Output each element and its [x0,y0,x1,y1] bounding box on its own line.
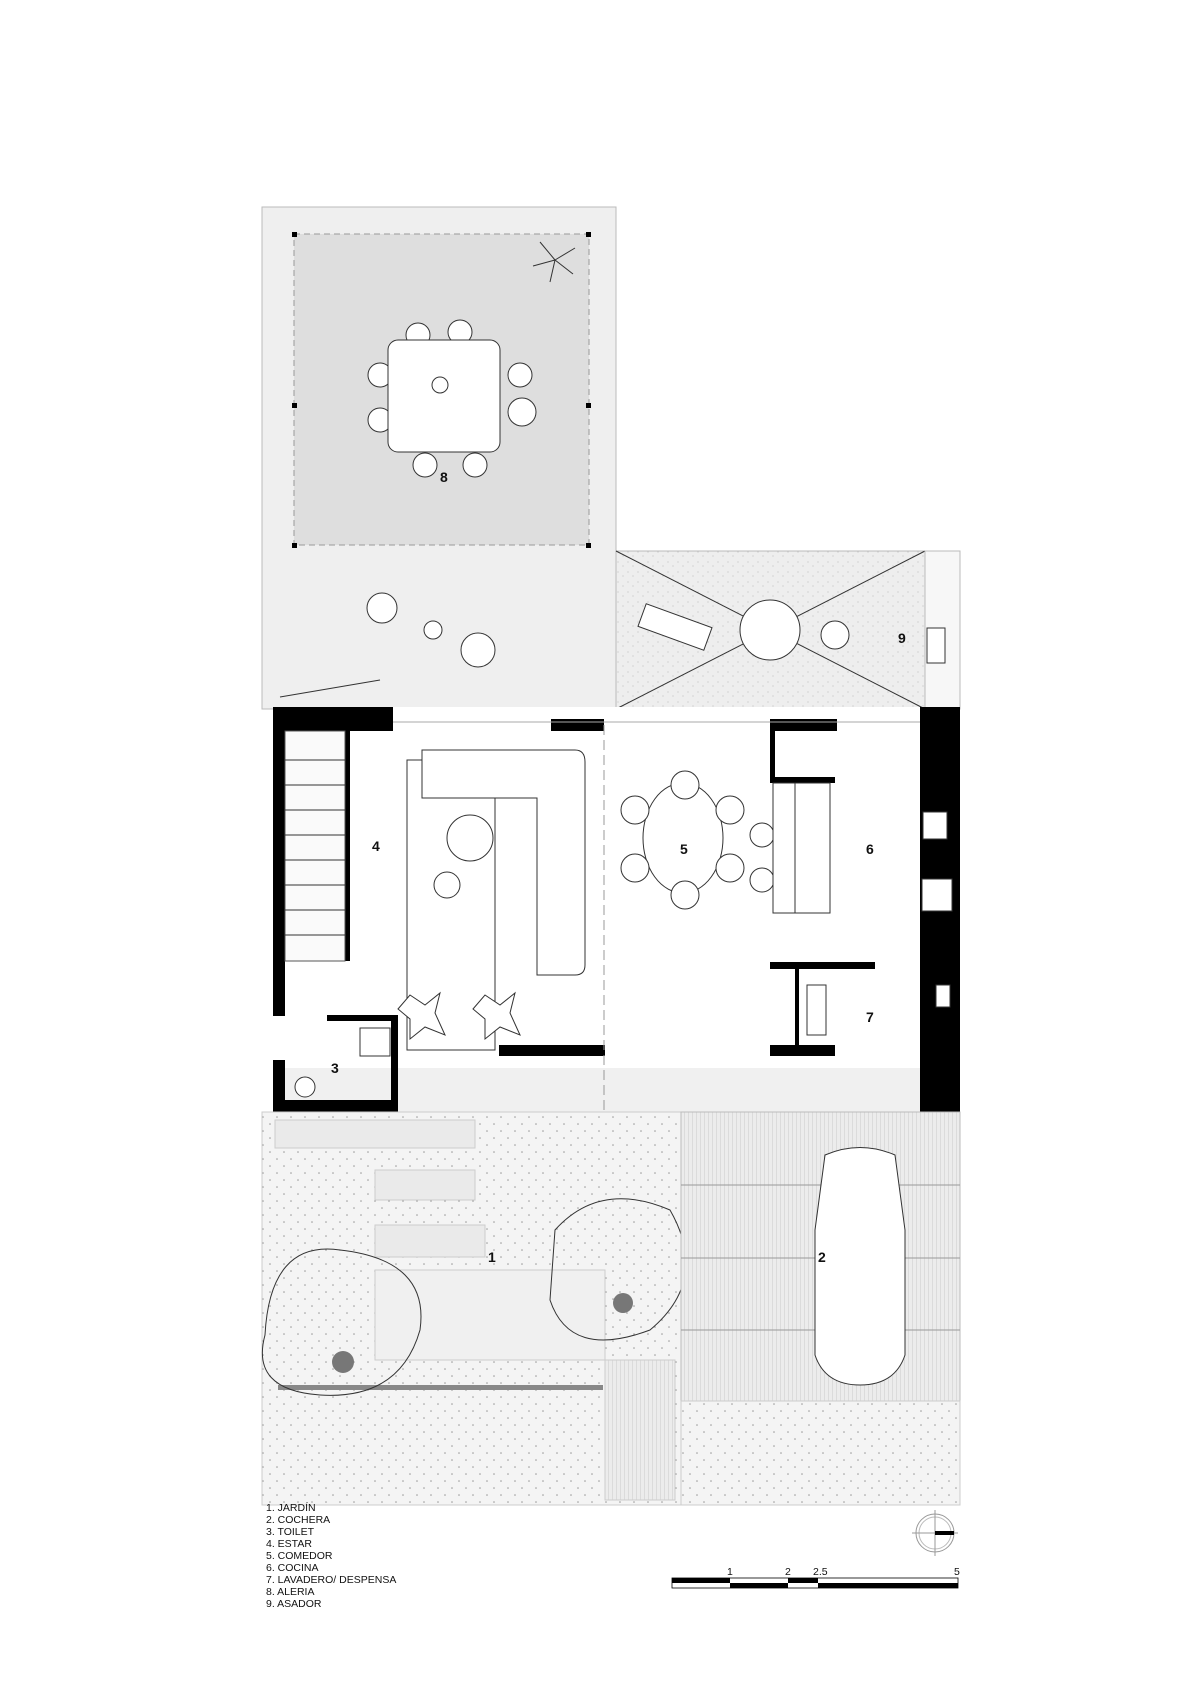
garage-area [680,1111,961,1506]
room-label-7: 7 [866,1009,874,1025]
room-label-1: 1 [488,1249,496,1265]
asador-area [615,550,961,710]
room-label-4: 4 [372,838,380,854]
room-label-2: 2 [818,1249,826,1265]
legend-item: 1. JARDÍN [266,1501,316,1514]
scale-tick-label: 2 [785,1566,791,1578]
legend-item: 2. COCHERA [266,1514,330,1526]
galeria-area [261,206,617,710]
living-furniture [397,749,586,1051]
room-label-3: 3 [331,1060,339,1076]
kitchen-furniture [294,782,953,1098]
plant-icon [532,241,576,283]
legend-item: 7. LAVADERO/ DESPENSA [266,1574,396,1586]
dining-furniture [620,770,775,910]
legend-item: 8. ALERIA [266,1586,314,1598]
scale-tick-label: 2.5 [813,1566,828,1578]
room-label-6: 6 [866,841,874,857]
north-arrow-icon [912,1510,958,1556]
legend: 1. JARDÍN 2. COCHERA 3. TOILET 4. ESTAR … [266,1501,396,1610]
room-label-9: 9 [898,630,906,646]
stairs [284,730,346,962]
scale-tick-label: 5 [954,1566,960,1578]
room-label-5: 5 [680,841,688,857]
legend-item: 4. ESTAR [266,1538,312,1550]
car-icon [814,1147,906,1386]
legend-item: 6. COCINA [266,1562,319,1574]
room-label-8: 8 [440,469,448,485]
legend-item: 9. ASADOR [266,1598,322,1610]
scale-tick-label: 1 [727,1566,733,1578]
legend-item: 3. TOILET [266,1526,315,1538]
scale-bar: 1 2 2.5 5 [671,1566,960,1589]
garden-area [261,1111,687,1506]
legend-item: 5. COMEDOR [266,1550,333,1562]
outdoor-dining-table [367,319,537,478]
